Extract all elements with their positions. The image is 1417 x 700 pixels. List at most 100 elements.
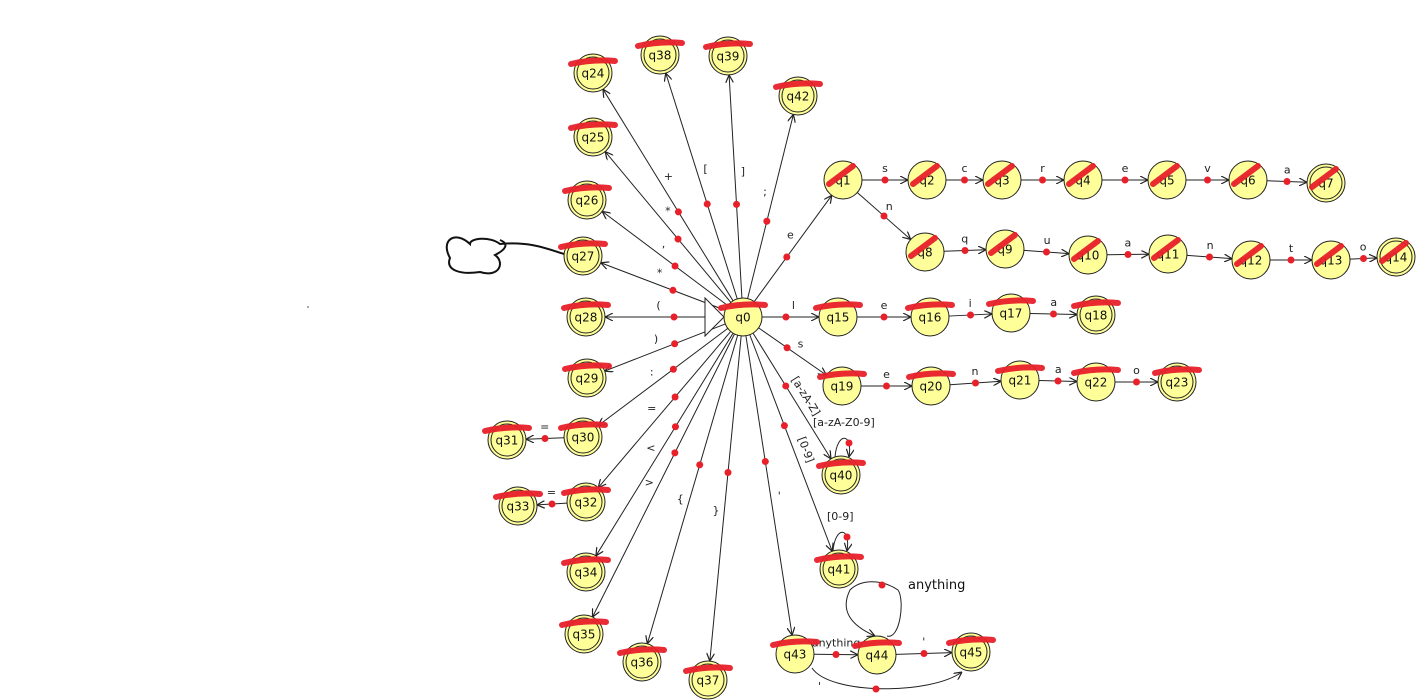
state-q6[interactable]: q6	[1228, 160, 1268, 200]
state-q40[interactable]: q40	[816, 455, 866, 495]
state-q45[interactable]: q45	[946, 632, 996, 672]
transition-q8-q9: q	[943, 233, 986, 254]
transition-dot	[972, 379, 979, 387]
state-q2[interactable]: q2	[907, 160, 947, 200]
state-q44[interactable]: q44	[852, 635, 902, 675]
state-q36[interactable]: q36	[617, 642, 667, 682]
transition-label: [0-9]	[827, 510, 854, 523]
transition-dot	[783, 253, 791, 261]
state-q37[interactable]: q37	[683, 660, 733, 700]
state-label: q42	[787, 90, 810, 104]
transition-dot	[1287, 256, 1295, 264]
state-q28[interactable]: q28	[561, 297, 611, 337]
state-q23[interactable]: q23	[1152, 362, 1202, 402]
transition-q13-q14: o	[1349, 241, 1377, 262]
state-q15[interactable]: q15	[813, 297, 863, 337]
transition-label: anything	[812, 637, 861, 650]
state-q34[interactable]: q34	[561, 552, 611, 592]
red-scribble-mark	[1071, 299, 1121, 309]
state-q42[interactable]: q42	[773, 76, 823, 116]
state-circle	[1228, 160, 1268, 200]
hand-drawn-annotations	[445, 236, 576, 275]
states: q0 q1 q2 q3 q4 q5 q6 q7 q8 q9 q10 q11 q12 q13 q14 q15 q1…	[482, 35, 1416, 700]
state-q0[interactable]: q0	[718, 297, 768, 337]
state-q9[interactable]: q9	[985, 229, 1025, 269]
state-q24[interactable]: q24	[568, 53, 618, 93]
state-q7[interactable]: q7	[1306, 163, 1346, 203]
transition-dot	[1360, 255, 1367, 262]
state-q31[interactable]: q31	[482, 420, 532, 460]
transition-q22-q23: o	[1115, 364, 1158, 386]
state-q19[interactable]: q19	[817, 366, 867, 406]
transition-dot	[782, 313, 790, 321]
state-q13[interactable]: q13	[1311, 240, 1351, 280]
transition-line	[758, 327, 827, 375]
transition-q32-q33: =	[537, 486, 568, 507]
red-scribble-mark	[568, 121, 618, 131]
transition-dot	[782, 382, 790, 390]
transition-label: '	[818, 680, 821, 693]
transition-dot	[541, 435, 549, 442]
state-label: q17	[1000, 307, 1023, 321]
transition-dot	[671, 449, 679, 457]
red-scribble-mark	[986, 297, 1036, 307]
state-q18[interactable]: q18	[1071, 295, 1121, 335]
transition-dot	[733, 200, 741, 208]
red-scribble-mark	[813, 301, 863, 311]
state-q21[interactable]: q21	[995, 360, 1045, 400]
state-q35[interactable]: q35	[559, 614, 609, 654]
state-q5[interactable]: q5	[1147, 160, 1187, 200]
state-q17[interactable]: q17	[986, 293, 1036, 333]
state-q12[interactable]: q12	[1231, 240, 1271, 280]
state-q38[interactable]: q38	[635, 35, 685, 75]
transition-q0-q19: s	[758, 327, 827, 375]
transition-q20-q21: n	[949, 365, 1001, 387]
transition-label: :	[650, 365, 654, 378]
state-q8[interactable]: q8	[905, 232, 945, 272]
state-q16[interactable]: q16	[905, 297, 955, 337]
state-label: q36	[631, 656, 654, 670]
state-q30[interactable]: q30	[558, 417, 608, 457]
transition-q0-q27: *	[601, 263, 726, 311]
transition-q0-q24: +	[603, 89, 734, 302]
state-q29[interactable]: q29	[562, 358, 612, 398]
transition-label: <	[646, 441, 655, 454]
state-q27[interactable]: q27	[558, 236, 608, 276]
state-q22[interactable]: q22	[1071, 362, 1121, 402]
transition-label: n	[1207, 239, 1214, 252]
state-q3[interactable]: q3	[982, 160, 1022, 200]
accept-ring	[822, 552, 856, 586]
transition-q0-q38: [	[666, 73, 738, 300]
state-q32[interactable]: q32	[561, 482, 611, 522]
transition-line	[749, 334, 832, 551]
state-q11[interactable]: q11	[1148, 234, 1188, 274]
red-scribble-mark	[814, 553, 864, 563]
state-q1[interactable]: q1	[823, 160, 863, 200]
transition-label: c	[961, 162, 967, 175]
state-q10[interactable]: q10	[1068, 235, 1108, 275]
transition-dot	[843, 533, 851, 541]
state-q20[interactable]: q20	[906, 366, 956, 406]
transition-line	[605, 152, 732, 303]
state-q41[interactable]: q41	[814, 549, 864, 589]
transition-label: v	[1204, 162, 1211, 175]
state-q33[interactable]: q33	[493, 486, 543, 526]
accept-ring	[576, 120, 610, 154]
state-q14[interactable]: q14	[1376, 237, 1416, 277]
state-q26[interactable]: q26	[562, 180, 612, 220]
state-q25[interactable]: q25	[568, 117, 618, 157]
red-scribble-mark	[1231, 163, 1261, 187]
transition-label: ]	[741, 165, 745, 178]
accept-ring	[824, 458, 858, 492]
state-q4[interactable]: q4	[1063, 160, 1103, 200]
state-q39[interactable]: q39	[703, 36, 753, 76]
transition-q11-q12: n	[1186, 239, 1232, 260]
red-scribble-mark	[908, 235, 938, 259]
red-scribble-mark	[1379, 240, 1409, 264]
transition-q19-q20: e	[861, 368, 912, 390]
state-q43[interactable]: q43	[770, 634, 820, 674]
transition-dot	[763, 217, 771, 225]
transition-dot	[1124, 251, 1132, 258]
accept-ring	[1309, 166, 1343, 200]
